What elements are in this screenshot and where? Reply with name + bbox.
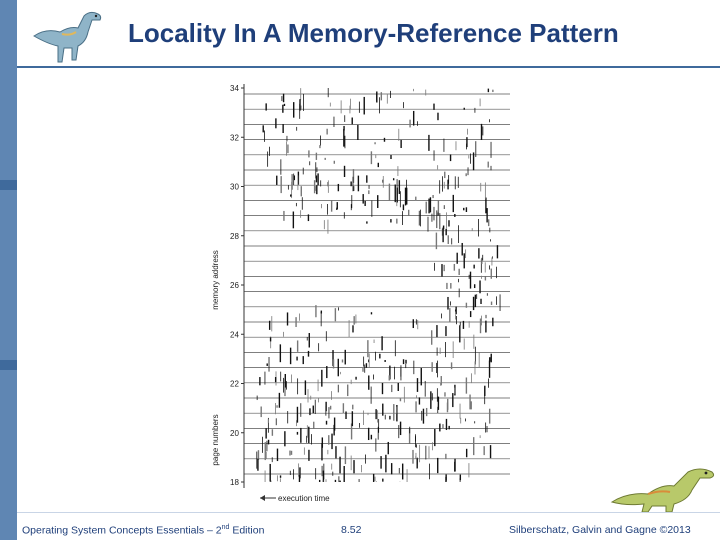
title-divider: [17, 66, 720, 68]
footer-divider: [17, 512, 720, 513]
footer-copyright: Silberschatz, Galvin and Gagne ©2013: [509, 524, 691, 536]
y-tick-label: 26: [230, 281, 239, 290]
y-tick-label: 24: [230, 330, 239, 339]
y-axis-label-bottom: page numbers: [211, 414, 220, 465]
y-tick-label: 28: [230, 232, 239, 241]
chart-canvas: 34 32 30 28 26 24 22 20 18 memory address page n…: [211, 84, 510, 503]
y-axis-label-top: memory address: [211, 250, 220, 310]
y-tick-label: 30: [230, 183, 239, 192]
y-tick-label: 20: [230, 429, 239, 438]
footer-course-title: Operating System Concepts Essentials – 2…: [22, 524, 265, 537]
dinosaur-icon: [610, 468, 715, 513]
slide-sidebar: [0, 0, 17, 540]
y-tick-label: 22: [230, 380, 239, 389]
slide-title: Locality In A Memory-Reference Pattern: [128, 18, 619, 48]
y-tick-label: 18: [230, 478, 239, 487]
memory-reference-chart: 34 32 30 28 26 24 22 20 18 memory address page n…: [210, 80, 515, 510]
y-tick-label: 34: [230, 84, 239, 93]
y-tick-label: 32: [230, 133, 239, 142]
sidebar-divider: [0, 180, 17, 190]
footer-page-number: 8.52: [341, 524, 362, 536]
dinosaur-icon: [33, 11, 102, 63]
sidebar-divider: [0, 360, 17, 370]
x-axis-arrowhead: [260, 495, 265, 501]
x-axis-label: execution time: [278, 494, 330, 503]
